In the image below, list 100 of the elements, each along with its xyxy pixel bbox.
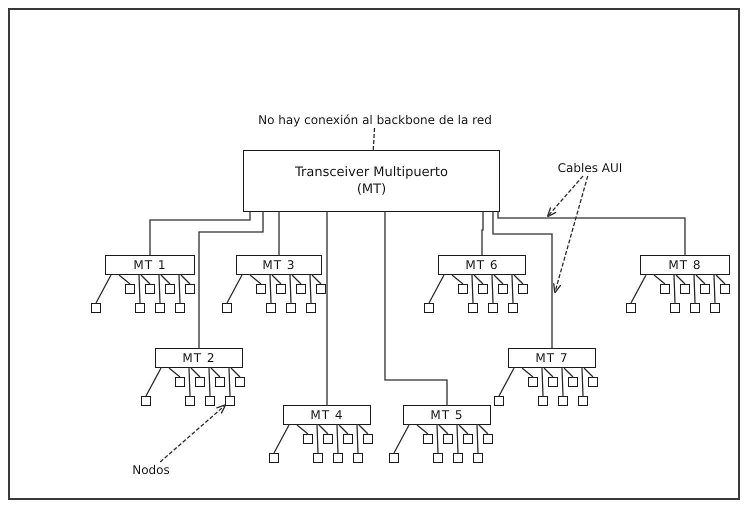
node-square bbox=[175, 377, 185, 387]
cable-line bbox=[158, 274, 161, 304]
cable-line bbox=[118, 274, 130, 284]
transceiver-box: MT 1 bbox=[105, 255, 195, 275]
cable-line bbox=[296, 424, 308, 434]
cable-line bbox=[198, 212, 264, 348]
node-square bbox=[185, 284, 195, 294]
node-square bbox=[670, 303, 680, 313]
node-square bbox=[700, 284, 710, 294]
cable-line bbox=[541, 368, 544, 396]
cable-line bbox=[226, 274, 243, 304]
cable-line bbox=[716, 274, 726, 284]
cable-line bbox=[384, 212, 448, 405]
node-square bbox=[363, 434, 373, 444]
cable-line bbox=[476, 424, 479, 454]
cable-line bbox=[456, 424, 459, 454]
transceiver-box: MT 7 bbox=[508, 348, 596, 368]
node-square bbox=[141, 396, 151, 406]
node-square bbox=[518, 284, 528, 294]
cable-line bbox=[514, 274, 524, 284]
transceiver-box: MT 4 bbox=[283, 405, 371, 425]
cable-line bbox=[497, 212, 686, 255]
cable-line bbox=[511, 274, 514, 304]
node-square bbox=[343, 434, 353, 444]
node-square bbox=[276, 284, 286, 294]
note-text: Nodos bbox=[126, 462, 176, 478]
cable-line bbox=[478, 424, 488, 434]
cable-line bbox=[673, 274, 676, 304]
cable-line bbox=[458, 424, 468, 434]
cable-line bbox=[491, 274, 494, 304]
cable-line bbox=[180, 274, 190, 284]
node-square bbox=[91, 303, 101, 313]
node-square bbox=[453, 453, 463, 463]
node-square bbox=[424, 303, 434, 313]
cable-line bbox=[230, 368, 240, 378]
cable-line bbox=[438, 424, 448, 434]
node-square bbox=[195, 377, 205, 387]
cable-line bbox=[416, 424, 428, 434]
node-square bbox=[680, 284, 690, 294]
leader-line bbox=[160, 404, 226, 462]
node-square bbox=[333, 453, 343, 463]
node-square bbox=[353, 453, 363, 463]
cable-line bbox=[312, 274, 322, 284]
node-square bbox=[488, 303, 498, 313]
node-square bbox=[323, 434, 333, 444]
node-square bbox=[690, 303, 700, 313]
transceiver-box: MT 2 bbox=[155, 348, 243, 368]
cable-line bbox=[630, 274, 647, 304]
node-square bbox=[558, 396, 568, 406]
node-square bbox=[215, 377, 225, 387]
cable-line bbox=[160, 274, 170, 284]
cable-line bbox=[481, 212, 484, 255]
node-square bbox=[626, 303, 636, 313]
cable-line bbox=[338, 424, 348, 434]
node-square bbox=[266, 303, 276, 313]
cable-line bbox=[309, 274, 312, 304]
node-square bbox=[468, 303, 478, 313]
cable-line bbox=[522, 368, 534, 378]
node-square bbox=[443, 434, 453, 444]
cable-line bbox=[272, 274, 282, 284]
cable-line bbox=[676, 274, 686, 284]
node-square bbox=[306, 303, 316, 313]
node-square bbox=[205, 396, 215, 406]
note-text: Cables AUI bbox=[548, 160, 632, 176]
node-square bbox=[498, 284, 508, 294]
node-square bbox=[463, 434, 473, 444]
cable-line bbox=[584, 368, 594, 378]
node-square bbox=[175, 303, 185, 313]
node-square bbox=[145, 284, 155, 294]
node-square bbox=[135, 303, 145, 313]
node-square bbox=[313, 453, 323, 463]
node-square bbox=[508, 303, 518, 313]
cable-line bbox=[145, 368, 162, 396]
node-square bbox=[165, 284, 175, 294]
cable-line bbox=[228, 368, 231, 396]
node-square bbox=[125, 284, 135, 294]
cable-line bbox=[544, 368, 554, 378]
cable-line bbox=[278, 212, 280, 255]
transceiver-box: MT 6 bbox=[438, 255, 526, 275]
cable-line bbox=[95, 274, 112, 304]
node-square bbox=[588, 377, 598, 387]
node-square bbox=[296, 284, 306, 294]
node-square bbox=[423, 434, 433, 444]
node-square bbox=[225, 396, 235, 406]
transceiver-box: MT 8 bbox=[640, 255, 730, 275]
cable-line bbox=[188, 368, 191, 396]
node-square bbox=[720, 284, 730, 294]
cable-line bbox=[436, 424, 439, 454]
node-square bbox=[578, 396, 588, 406]
cable-line bbox=[474, 274, 484, 284]
cable-line bbox=[654, 274, 666, 284]
note-text: No hay conexión al backbone de la red bbox=[190, 112, 560, 128]
cable-line bbox=[336, 424, 339, 454]
leader-line bbox=[546, 176, 584, 218]
cable-line bbox=[693, 274, 696, 304]
cable-line bbox=[273, 424, 290, 454]
cable-line bbox=[316, 424, 319, 454]
node-square bbox=[483, 434, 493, 444]
cable-line bbox=[318, 424, 328, 434]
cable-line bbox=[492, 212, 553, 348]
